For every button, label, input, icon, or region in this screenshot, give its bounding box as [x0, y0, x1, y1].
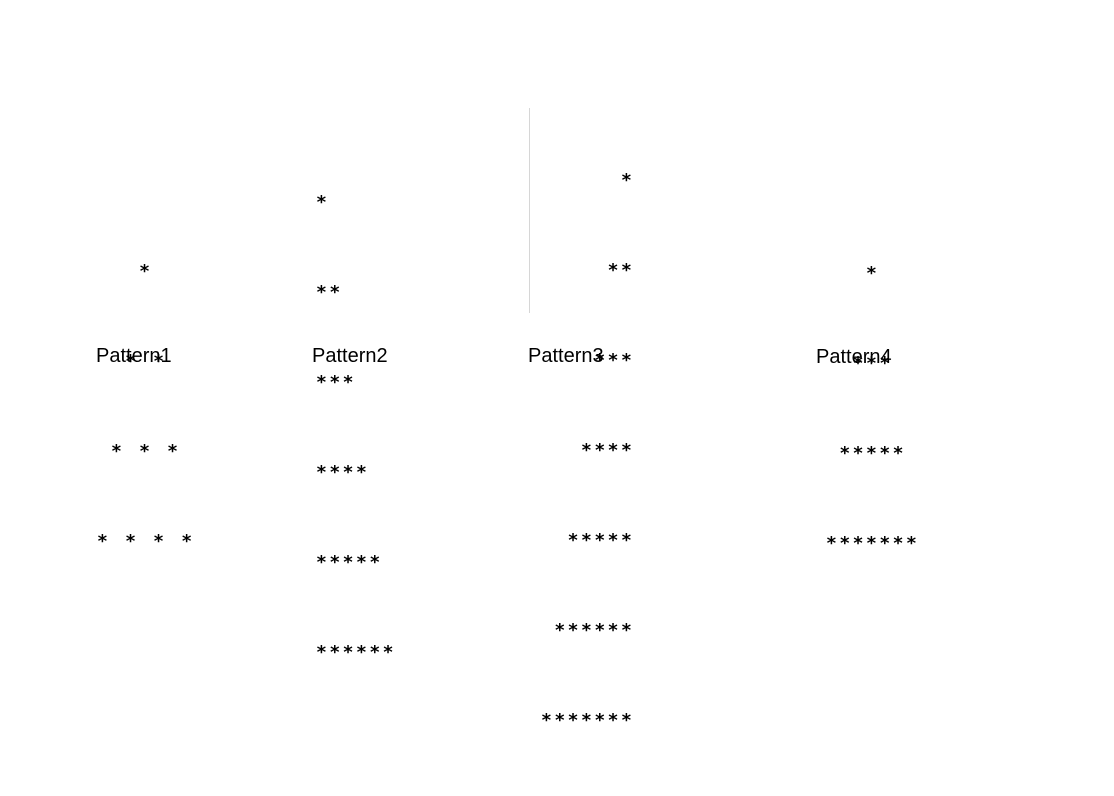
pattern-1-star-rows: * * * * * * * * * *: [97, 197, 195, 617]
pattern-3-caption: Pattern3: [528, 345, 604, 367]
pattern-4-row: ***: [826, 353, 893, 374]
pattern-2-row: ****: [316, 462, 370, 483]
pattern-1-caption: Pattern1: [96, 345, 172, 367]
pattern-3-row: ***: [541, 350, 635, 371]
pattern-1-row: * * *: [97, 441, 182, 462]
pattern-3-row: **: [541, 260, 635, 281]
pattern-2-row: *: [316, 192, 330, 213]
pattern-2-row: ******: [316, 642, 397, 663]
pattern-4-caption: Pattern4: [816, 346, 892, 368]
pattern-3-row: ******: [541, 620, 635, 641]
pattern-2-caption: Pattern2: [312, 345, 388, 367]
pattern-4-row: *****: [826, 443, 907, 464]
pattern-2-row: *****: [316, 552, 383, 573]
pattern-3-row: *****: [541, 530, 635, 551]
pattern-2-star-rows: * ** *** **** ***** ******: [316, 128, 396, 728]
pattern-4-row: *******: [826, 533, 920, 554]
pattern-3-row: ****: [541, 440, 635, 461]
pattern-1-row: *: [97, 261, 154, 282]
pattern-3-row: *******: [541, 710, 635, 731]
pattern-1-row: * * * *: [97, 531, 196, 552]
pattern-3-row: *: [541, 170, 635, 191]
pattern-1-row: * *: [97, 351, 168, 372]
pattern-4-star-rows: * *** ***** *******: [826, 199, 919, 619]
vertical-divider: [529, 108, 530, 313]
pattern-4-row: *: [826, 263, 880, 284]
pattern-3-star-rows: * ** *** **** ***** ****** *******: [541, 106, 634, 796]
pattern-2-row: ***: [316, 372, 357, 393]
pattern-2-row: **: [316, 282, 343, 303]
